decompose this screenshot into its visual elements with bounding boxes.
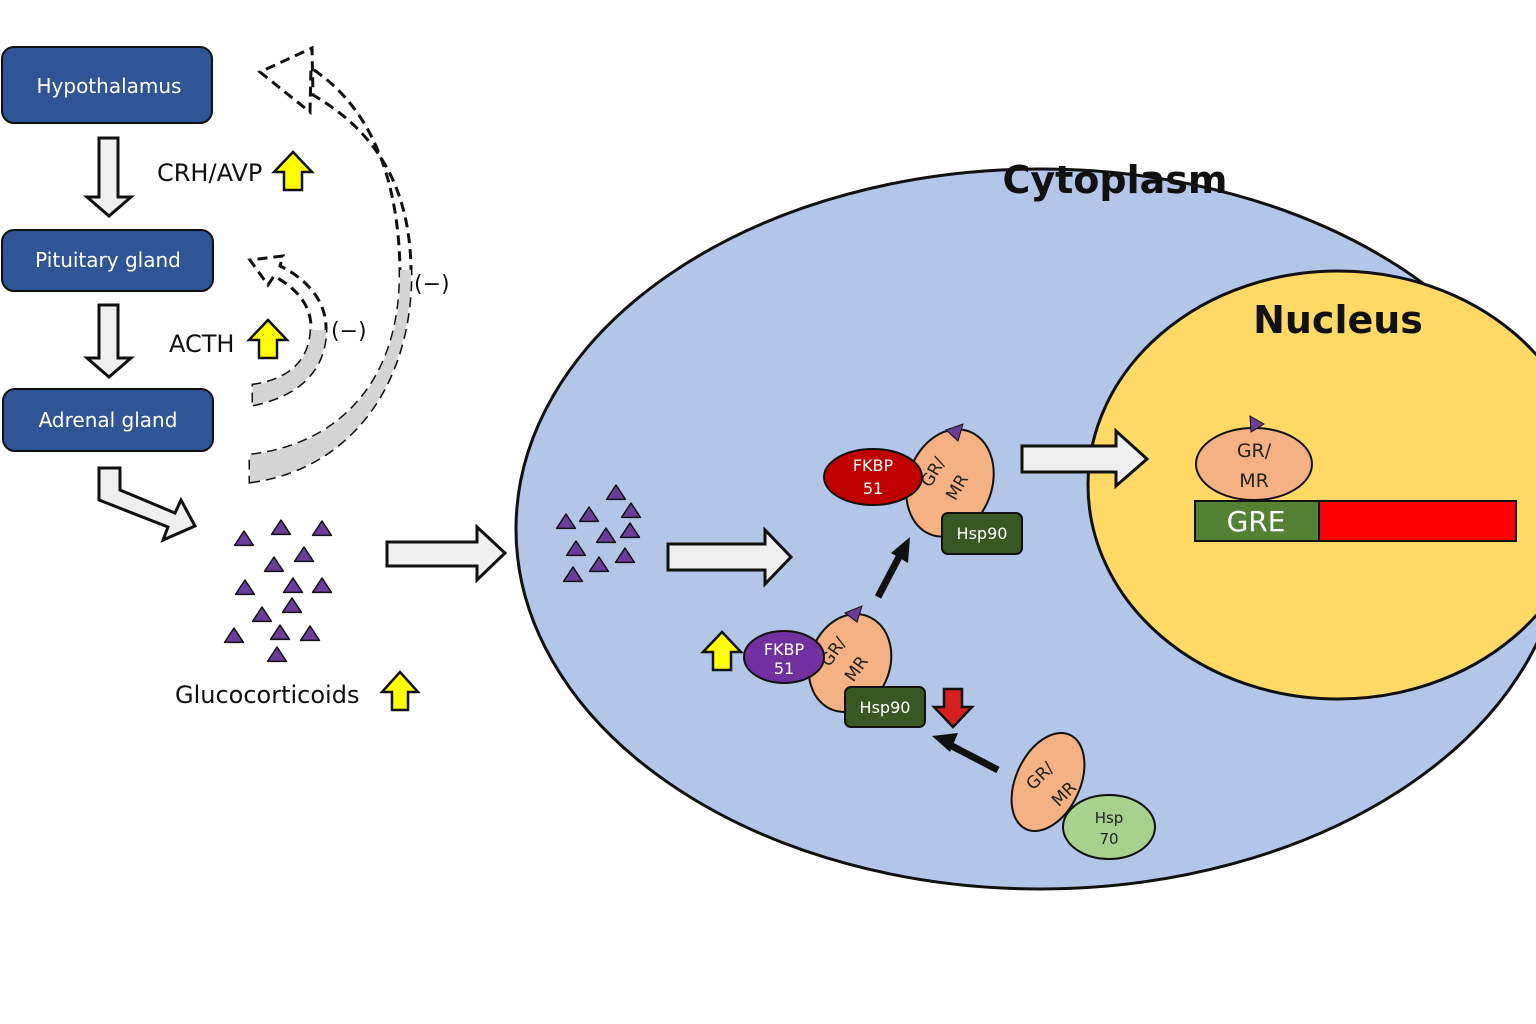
hormone-label-glucocorticoids: Glucocorticoids [175,681,359,709]
glucocorticoid-icon [251,606,273,623]
fkbp51-label: FKBP [764,640,805,659]
glucocorticoid-bound-icon [843,605,863,623]
bent-arrow-icon [97,466,198,543]
glucocorticoid-icon [562,566,584,583]
increase-arrow-icon [271,150,315,192]
right-arrow-icon [385,523,508,584]
nuclear-receptor-gre: GR/ MR GRE [1194,415,1517,542]
glucocorticoid-bound-icon [945,423,964,442]
hsp70-label: 70 [1099,830,1118,848]
negative-feedback-label: (−) [331,319,367,344]
glucocorticoid-icon [605,484,627,501]
glucocorticoid-icon [619,522,641,539]
negative-feedback-arrow-hypothalamus [248,45,413,484]
organ-pituitary-gland: Pituitary gland [1,229,214,292]
negative-feedback-label: (−) [414,272,450,297]
nucleus [1086,269,1536,701]
gre-label: GRE [1227,505,1286,538]
glucocorticoid-molecules [223,519,333,663]
glucocorticoid-icon [595,527,617,544]
increase-arrow-icon [246,318,290,360]
glucocorticoid-icon [223,627,245,644]
glucocorticoid-icon [565,540,587,557]
fkbp51-active-complex: GR/ MR FKBP 51 Hsp90 [823,423,1023,555]
increase-arrow-icon [379,670,421,712]
glucocorticoid-icon [614,547,636,564]
right-arrow-icon [666,526,794,588]
glucocorticoid-icon [311,577,333,594]
gr-mr-hsp70-complex: GR/ MR Hsp 70 [1010,731,1156,860]
glucocorticoid-icon [281,597,303,614]
target-gene [1318,500,1517,542]
hsp70-label: Hsp [1095,809,1124,827]
negative-feedback-arrow-pituitary [247,254,328,407]
organ-label: Pituitary gland [35,248,181,272]
glucocorticoid-bound-icon [1249,415,1265,433]
glucocorticoid-icon [299,625,321,642]
transition-arrow-icon [932,733,1000,774]
glucocorticoid-icon [234,579,256,596]
glucocorticoid-icon [269,624,291,641]
fkbp51-induced-complex: GR/ MR FKBP 51 Hsp90 [743,605,926,728]
organ-adrenal-gland: Adrenal gland [2,388,214,452]
increase-arrow-icon [700,630,744,672]
transition-arrow-icon [874,537,910,599]
hsp90-label: Hsp90 [957,524,1008,543]
hsp90-label: Hsp90 [860,698,911,717]
organ-label: Adrenal gland [39,408,178,432]
hormone-label-acth: ACTH [169,330,234,358]
glucocorticoid-icon [555,513,577,530]
right-arrow-icon [1020,427,1150,490]
receptor-label: GR/ [1237,440,1272,462]
glucocorticoid-icon [266,646,288,663]
down-arrow-icon [82,303,136,379]
nucleus-label: Nucleus [1253,298,1423,342]
fkbp51-label: FKBP [853,456,894,475]
fkbp51-label: 51 [863,479,883,498]
glucocorticoid-molecules-intracellular [555,484,642,583]
glucocorticoid-icon [233,530,255,547]
glucocorticoid-icon [588,556,610,573]
glucocorticoid-icon [270,519,292,536]
glucocorticoid-icon [282,577,304,594]
organ-hypothalamus: Hypothalamus [1,46,213,124]
glucocorticoid-icon [293,546,315,563]
glucocorticoid-icon [311,520,333,537]
hormone-label-crh-avp: CRH/AVP [157,159,262,187]
fkbp51-label: 51 [774,659,794,678]
receptor-label: MR [1239,470,1269,492]
glucocorticoid-icon [578,506,600,523]
decrease-arrow-icon [931,687,975,729]
cytoplasm-label: Cytoplasm [1002,158,1227,202]
glucocorticoid-icon [263,556,285,573]
glucocorticoid-icon [620,502,642,519]
organ-label: Hypothalamus [37,74,182,98]
down-arrow-icon [82,136,136,218]
